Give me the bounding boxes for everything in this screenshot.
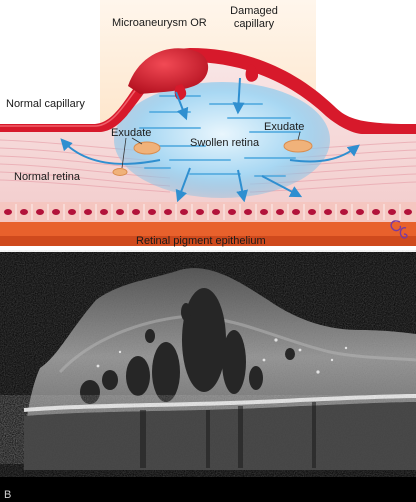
leader-exudate-left-small xyxy=(121,137,127,169)
cyst-right xyxy=(222,330,246,394)
artist-signature xyxy=(390,220,408,239)
oct-shadows xyxy=(140,402,316,468)
oct-panel-letter: B xyxy=(4,489,11,501)
cyst-small-4 xyxy=(285,348,295,360)
arrow-capillary-leak xyxy=(232,77,245,115)
label-swollen-retina: Swollen retina xyxy=(190,137,260,149)
oct-cysts xyxy=(80,288,295,404)
oct-choroid xyxy=(24,402,416,470)
rpe-cells xyxy=(4,209,412,215)
exudate-left-large xyxy=(133,141,161,155)
cyst-small-5 xyxy=(181,303,191,321)
label-damaged-capillary-2: capillary xyxy=(234,18,275,30)
arrow-left-flow xyxy=(60,138,161,165)
cyst-left xyxy=(126,356,150,396)
oct-panel: B xyxy=(0,252,416,502)
cyst-small-6 xyxy=(145,329,155,343)
oct-bright-specks xyxy=(96,338,348,374)
illustration-panel: Microaneurysm OR Damaged capillary Norma… xyxy=(0,0,416,248)
label-normal-capillary: Normal capillary xyxy=(6,98,85,110)
arrow-right-flow xyxy=(289,144,360,163)
rpe-layer-shade xyxy=(0,236,416,246)
leak-droplet-right xyxy=(245,64,259,82)
cyst-small-2 xyxy=(80,380,100,404)
label-exudate-left: Exudate xyxy=(111,127,151,139)
label-damaged-capillary-1: Damaged xyxy=(230,5,278,17)
label-exudate-right: Exudate xyxy=(264,121,304,133)
arrow-down-left xyxy=(175,167,191,203)
exudate-left-small xyxy=(112,168,128,176)
arrow-aneurysm-leak xyxy=(175,91,189,121)
cyst-small-1 xyxy=(102,370,118,390)
leader-exudate-right xyxy=(297,131,301,141)
fluid-arrows xyxy=(60,77,360,203)
cell-dividers xyxy=(15,204,401,220)
label-microaneurysm: Microaneurysm OR xyxy=(112,17,207,29)
exudate-right xyxy=(283,139,313,153)
arrow-down-right xyxy=(261,175,303,198)
cyst-mid-left xyxy=(152,342,180,402)
leader-exudate-left xyxy=(131,137,143,145)
fluid-streaks xyxy=(139,95,301,177)
arrow-down-mid xyxy=(236,169,249,203)
oct-inner-band xyxy=(58,314,416,374)
cyst-small-3 xyxy=(249,366,263,390)
label-normal-retina: Normal retina xyxy=(14,171,81,183)
label-rpe: Retinal pigment epithelium xyxy=(136,235,266,247)
microaneurysm xyxy=(128,48,209,94)
leader-lines xyxy=(121,131,301,169)
cyst-large xyxy=(182,288,226,392)
oct-rpe-line xyxy=(23,394,416,412)
